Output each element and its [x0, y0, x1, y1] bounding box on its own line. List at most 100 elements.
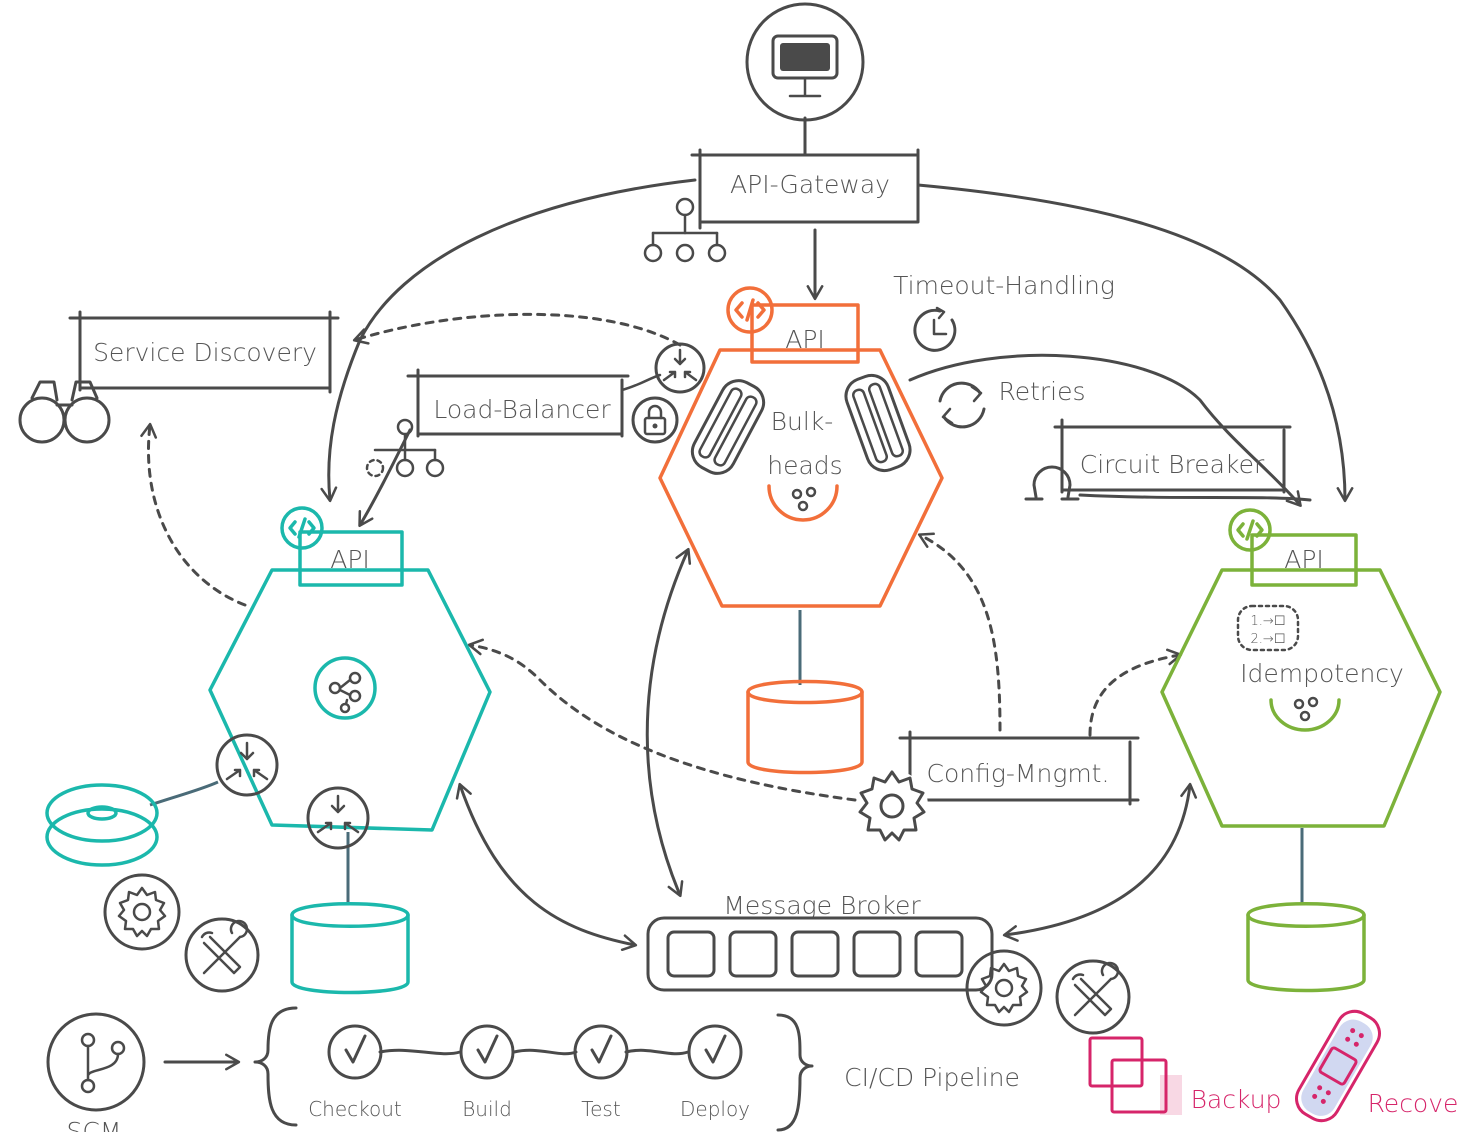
gear-icon [103, 873, 181, 951]
retries-label: Retries [998, 377, 1085, 406]
lb-left-arrow [358, 428, 412, 528]
config-center-dashed [917, 532, 1002, 732]
config-mngmt-box: Config-Mngmt. [898, 730, 1140, 806]
queue-slot [914, 930, 964, 978]
left-disk-link [149, 780, 219, 807]
pipeline-left-brace [253, 1006, 298, 1127]
pipeline-step-label: Build [462, 1097, 512, 1121]
magnet-icon [1024, 465, 1080, 501]
config-right-dashed [1088, 648, 1183, 737]
checkmark-icon [459, 1024, 515, 1080]
gateway-left-arrow [320, 178, 697, 503]
broker-center-arrow [645, 547, 692, 898]
checkmark-icon [327, 1024, 383, 1080]
right-api-box [1250, 533, 1358, 587]
left-service: API [208, 506, 492, 832]
bulkhead-left-icon [690, 379, 766, 475]
bulkhead-right-icon [844, 373, 912, 473]
service-discovery-label: Service Discovery [93, 338, 317, 367]
backup-icon [1088, 1036, 1182, 1115]
code-icon [726, 286, 774, 334]
recover-label: Recove [1368, 1089, 1459, 1118]
pipeline-right-brace [776, 1013, 814, 1132]
tools-icon [1055, 959, 1131, 1035]
bandage-icon [1295, 1009, 1381, 1123]
api-gateway-label: API-Gateway [730, 170, 890, 199]
connections [140, 116, 1354, 1071]
left-discovery-dashed [140, 422, 247, 607]
idempotency-label: Idempotency [1240, 659, 1404, 688]
right-database-icon [1246, 902, 1366, 993]
binoculars-icon [18, 380, 111, 444]
center-database-icon [746, 679, 864, 775]
code-icon [280, 506, 324, 550]
load-balancer-label: Load-Balancer [433, 395, 611, 424]
timeout-handling-label: Timeout-Handling [893, 271, 1115, 300]
router-icon [306, 786, 370, 850]
pipeline-connector [378, 1048, 690, 1056]
queue-slot [728, 930, 778, 978]
tools-icon [184, 917, 260, 993]
checkmark-icon [573, 1024, 629, 1080]
pipeline-step-label: Test [581, 1097, 620, 1121]
center-discovery-dashed [352, 312, 682, 347]
center-logic-icon [767, 484, 839, 522]
pipeline-step-label: Checkout [308, 1097, 402, 1121]
gateway-right-arrow [916, 183, 1354, 503]
hierarchy-icon [643, 197, 727, 263]
bulkheads-label-1: Bulk- [771, 407, 834, 436]
right-api-label: API [1284, 545, 1324, 574]
load-balancer-box: Load-Balancer [406, 368, 630, 438]
idempotency-step-1: 1.→☐ [1251, 614, 1286, 629]
pipeline-steps: Checkout Build Test Deploy [308, 1024, 750, 1121]
queue-slot [852, 930, 902, 978]
code-icon [1228, 508, 1272, 552]
circuit-breaker-label: Circuit Breaker [1080, 450, 1265, 479]
pipeline-step-label: Deploy [680, 1097, 750, 1121]
checkmark-icon [687, 1024, 743, 1080]
git-branch-icon [46, 1012, 146, 1112]
center-api-box [750, 303, 860, 364]
router-icon [215, 733, 279, 797]
cb-line [1078, 493, 1312, 502]
center-service: API Bulk- heads [658, 286, 944, 608]
left-api-box [298, 530, 404, 587]
message-broker-label: Message Broker [723, 891, 921, 920]
config-mngmt-label: Config-Mngmt. [927, 759, 1110, 788]
gear-icon [965, 949, 1043, 1027]
center-right-arrow [908, 353, 1302, 507]
center-api-label: API [785, 325, 825, 354]
left-logic-icon [313, 656, 377, 720]
gear-icon [856, 770, 928, 842]
retry-icon [938, 381, 986, 429]
config-left-dashed [467, 638, 857, 802]
ci-cd-pipeline-label: CI/CD Pipeline [844, 1063, 1020, 1092]
broker-right-arrow [1002, 782, 1198, 942]
cluster-icon [365, 418, 445, 478]
right-logic-icon [1269, 696, 1341, 732]
backup-label: Backup [1191, 1085, 1282, 1114]
api-gateway-box: API-Gateway [690, 148, 920, 230]
right-service-hexagon [1160, 568, 1442, 828]
router-icon [654, 342, 706, 394]
right-service: API 1.→☐ 2.→☐ Idempotency [1160, 508, 1442, 828]
queue-slot [790, 930, 840, 978]
left-database-icon [290, 902, 410, 995]
monitor-icon [745, 2, 865, 122]
bulkheads-label-2: heads [767, 451, 842, 480]
broker-left-arrow [455, 782, 638, 952]
idempotency-step-2: 2.→☐ [1251, 632, 1286, 647]
center-service-hexagon [658, 348, 944, 608]
message-broker-queue [646, 916, 994, 992]
idempotency-icon: 1.→☐ 2.→☐ [1236, 604, 1300, 652]
lock-icon [631, 396, 679, 444]
timer-icon [913, 306, 957, 352]
disk-icon [45, 783, 159, 867]
left-api-label: API [330, 545, 370, 574]
scm-label: SCM [67, 1117, 122, 1132]
left-service-hexagon [208, 568, 492, 832]
service-discovery-box: Service Discovery [68, 310, 340, 394]
circuit-breaker-box: Circuit Breaker [1053, 418, 1292, 494]
queue-slot [666, 930, 716, 978]
